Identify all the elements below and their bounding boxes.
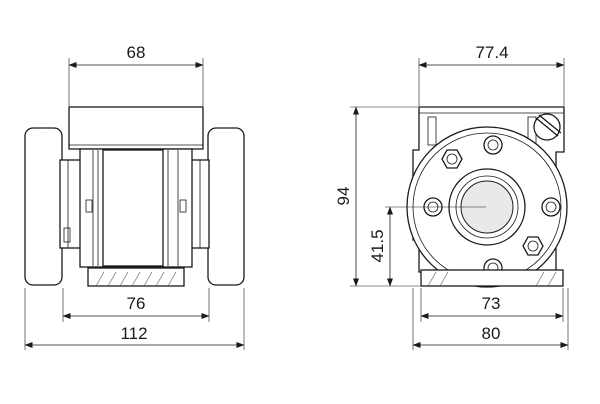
dim-front-top-width: 68	[127, 43, 146, 62]
dim-front-body-width: 76	[127, 294, 146, 313]
dim-side-center-height: 41.5	[368, 229, 387, 262]
dim-front-overall-width: 112	[120, 324, 147, 343]
left-end-cap	[24, 127, 63, 286]
dim-side-height: 94	[334, 187, 353, 206]
dim-side-top-width: 77.4	[475, 43, 508, 62]
hex-bolts	[441, 149, 544, 256]
dim-side-overall-width: 80	[482, 324, 501, 343]
side-view	[350, 58, 569, 350]
dim-side-base-width: 73	[482, 294, 501, 313]
right-screw	[179, 199, 187, 213]
inner-panel	[102, 149, 164, 267]
front-view	[24, 58, 245, 350]
top-cover	[68, 106, 204, 150]
side-base-hatching	[427, 271, 557, 287]
front-base-hatching	[95, 271, 177, 287]
front-base	[87, 267, 185, 287]
right-end-cap	[207, 127, 245, 286]
left-screw	[85, 199, 93, 213]
side-base	[420, 269, 564, 287]
